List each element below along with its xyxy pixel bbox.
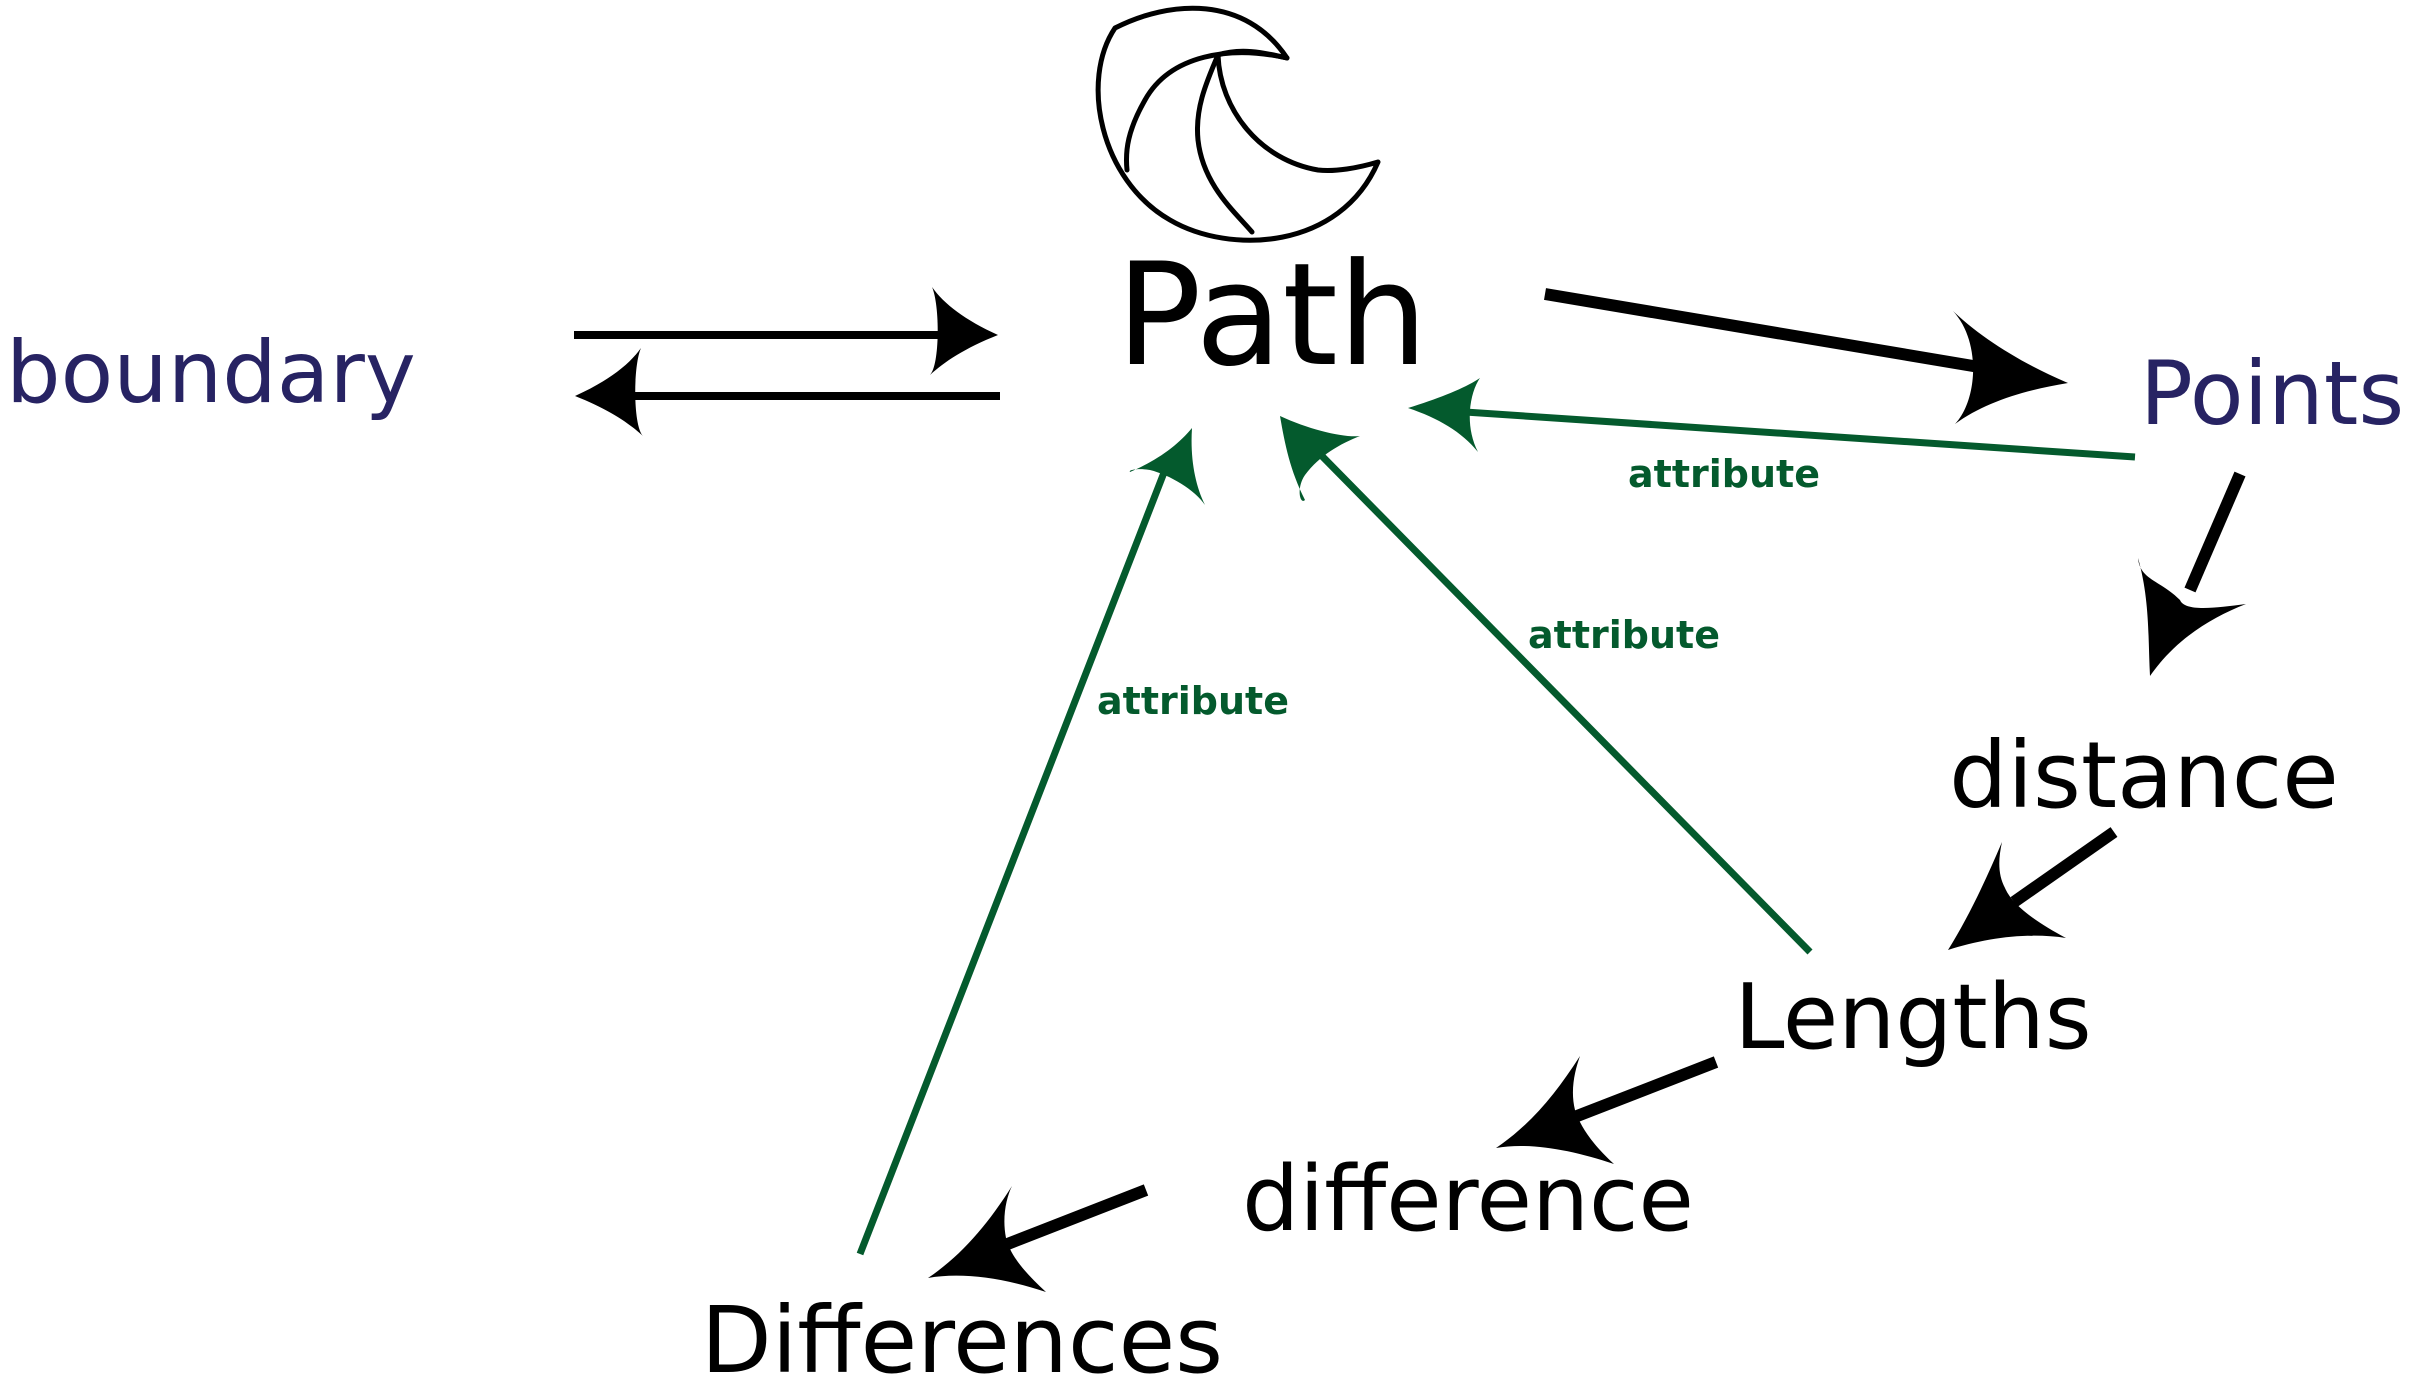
arrowhead-icon <box>575 348 643 436</box>
edge-label-lengths-to-path: attribute <box>1528 613 1720 657</box>
arrowhead-icon <box>928 1186 1046 1292</box>
crescent-swirl-logo-icon <box>1095 5 1381 243</box>
arrowhead-icon <box>1950 308 2068 424</box>
edge-points-to-path-attribute <box>1408 378 2136 461</box>
edge-points-to-distance <box>2138 471 2246 676</box>
node-lengths: Lengths <box>1734 965 2091 1070</box>
edge-path-to-boundary <box>575 348 1000 436</box>
node-distance: distance <box>1949 722 2339 829</box>
edge-boundary-to-path <box>574 287 998 375</box>
edge-label-differences-to-path: attribute <box>1097 679 1289 723</box>
edge-differences-to-path-attribute <box>856 428 1205 1256</box>
edge-lengths-to-difference <box>1496 1056 1719 1164</box>
arrowhead-icon <box>1408 378 1480 452</box>
node-path: Path <box>1116 233 1428 398</box>
node-differences: Differences <box>701 1287 1223 1394</box>
edge-difference-to-differences <box>928 1184 1149 1292</box>
arrowhead-icon <box>1280 416 1360 501</box>
edge-distance-to-lengths <box>1948 827 2118 950</box>
edge-lengths-to-path-attribute <box>1280 416 1813 955</box>
arrowhead-icon <box>930 287 998 375</box>
arrowhead-icon <box>2138 558 2246 676</box>
arrowhead-icon <box>1496 1056 1614 1164</box>
edge-label-points-to-path: attribute <box>1628 452 1820 496</box>
arrowhead-icon <box>1129 428 1205 505</box>
node-points: Points <box>2140 342 2404 445</box>
edge-path-to-points <box>1544 288 2068 424</box>
node-boundary: boundary <box>6 323 416 423</box>
node-difference: difference <box>1242 1147 1694 1252</box>
arrowhead-icon <box>1948 842 2066 950</box>
